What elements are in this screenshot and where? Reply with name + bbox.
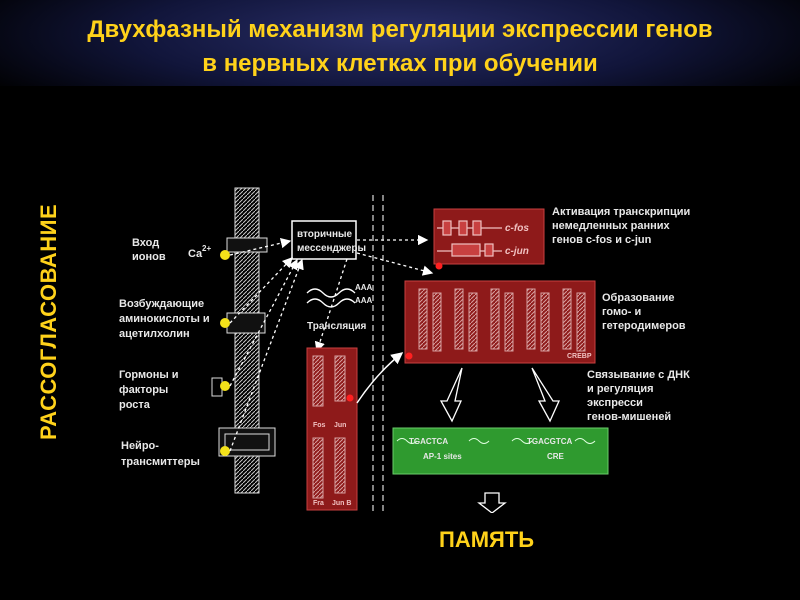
label-cre: CRE [547, 452, 565, 461]
gene-regulation-diagram: Вход ионов Ca 2+ Возбуждающие аминокисло… [119, 187, 690, 514]
receptor-dot [220, 318, 230, 328]
protein-structures [312, 355, 346, 499]
arrow-to-dimers [356, 352, 404, 404]
label-ca: Ca [188, 248, 203, 260]
label-activation-2: немедленных ранних [552, 220, 671, 232]
diagram-panel: Вход ионов Ca 2+ Возбуждающие аминокисло… [107, 183, 717, 514]
page-title-line2: в нервных клетках при обучении [202, 50, 598, 77]
label-jun: Jun [334, 422, 346, 429]
label-hormones-3: роста [119, 399, 151, 411]
second-messengers-box [291, 220, 357, 260]
mrna-waves [306, 288, 356, 308]
label-cre-seq: TGACGTCA [527, 437, 573, 446]
arrow-to-memory [477, 492, 507, 514]
arrows-to-dna [439, 367, 561, 423]
label-translation: Трансляция [307, 321, 366, 332]
memory-label: ПАМЯТЬ [439, 527, 535, 552]
label-ap1-sites: AP-1 sites [423, 452, 462, 461]
gene-structures [437, 220, 502, 257]
title-band [0, 0, 800, 86]
dna-target-box [392, 427, 609, 475]
hormone-dot [220, 381, 230, 391]
label-neurotransmitters-2: трансмиттеры [121, 456, 200, 468]
label-activation-3: генов c-fos и c-jun [552, 234, 652, 246]
label-dimers-2: гомо- и [602, 306, 641, 318]
label-aaa-2: AAA [355, 296, 373, 305]
signal-arrows [229, 234, 434, 452]
label-cjun: c-jun [505, 246, 529, 257]
dna-helix-marks [396, 438, 596, 444]
label-excitatory-2: аминокислоты и [119, 313, 210, 325]
label-activation-1: Активация транскрипции [552, 206, 690, 218]
red-dot-translation [346, 394, 354, 402]
label-binding-2: и регуляция [587, 383, 654, 395]
cell-membrane [218, 187, 276, 494]
label-dimers-1: Образование [602, 292, 675, 304]
label-binding-4: генов-мишеней [587, 411, 671, 423]
label-excitatory-3: ацетилхолин [119, 328, 190, 340]
label-crebp: CREBP [567, 353, 592, 360]
label-entry-ions-1: Вход [132, 237, 159, 249]
label-dimers-3: гетеродимеров [602, 320, 686, 332]
label-hormones-2: факторы [119, 384, 168, 396]
label-ca-sup: 2+ [202, 244, 211, 253]
side-label-mismatch: РАССОГЛАСОВАНИЕ [36, 203, 61, 440]
label-binding-1: Связывание с ДНК [587, 369, 690, 381]
label-fos: Fos [313, 422, 326, 429]
label-cfos: c-fos [505, 223, 529, 234]
neurotransmitter-dot [220, 446, 230, 456]
label-second-messengers-1: вторичные [297, 229, 353, 240]
label-excitatory-1: Возбуждающие [119, 298, 204, 310]
label-ap1-seq: TGACTCA [409, 437, 448, 446]
label-fra: Fra [313, 500, 324, 507]
dimer-structures [418, 288, 586, 352]
nuclear-envelope [372, 195, 384, 513]
page-title-line1: Двухфазный механизм регуляции экспрессии… [87, 16, 713, 43]
label-binding-3: экспресси [587, 397, 643, 409]
label-entry-ions-2: ионов [132, 251, 166, 263]
label-hormones-1: Гормоны и [119, 369, 179, 381]
ca-dot [220, 250, 230, 260]
red-dot-genes [435, 262, 443, 270]
red-dot-dimers [405, 352, 413, 360]
label-neurotransmitters-1: Нейро- [121, 440, 159, 452]
label-second-messengers-2: мессенджеры [297, 243, 366, 254]
label-junb: Jun B [332, 500, 351, 507]
label-aaa-1: AAA [355, 283, 373, 292]
